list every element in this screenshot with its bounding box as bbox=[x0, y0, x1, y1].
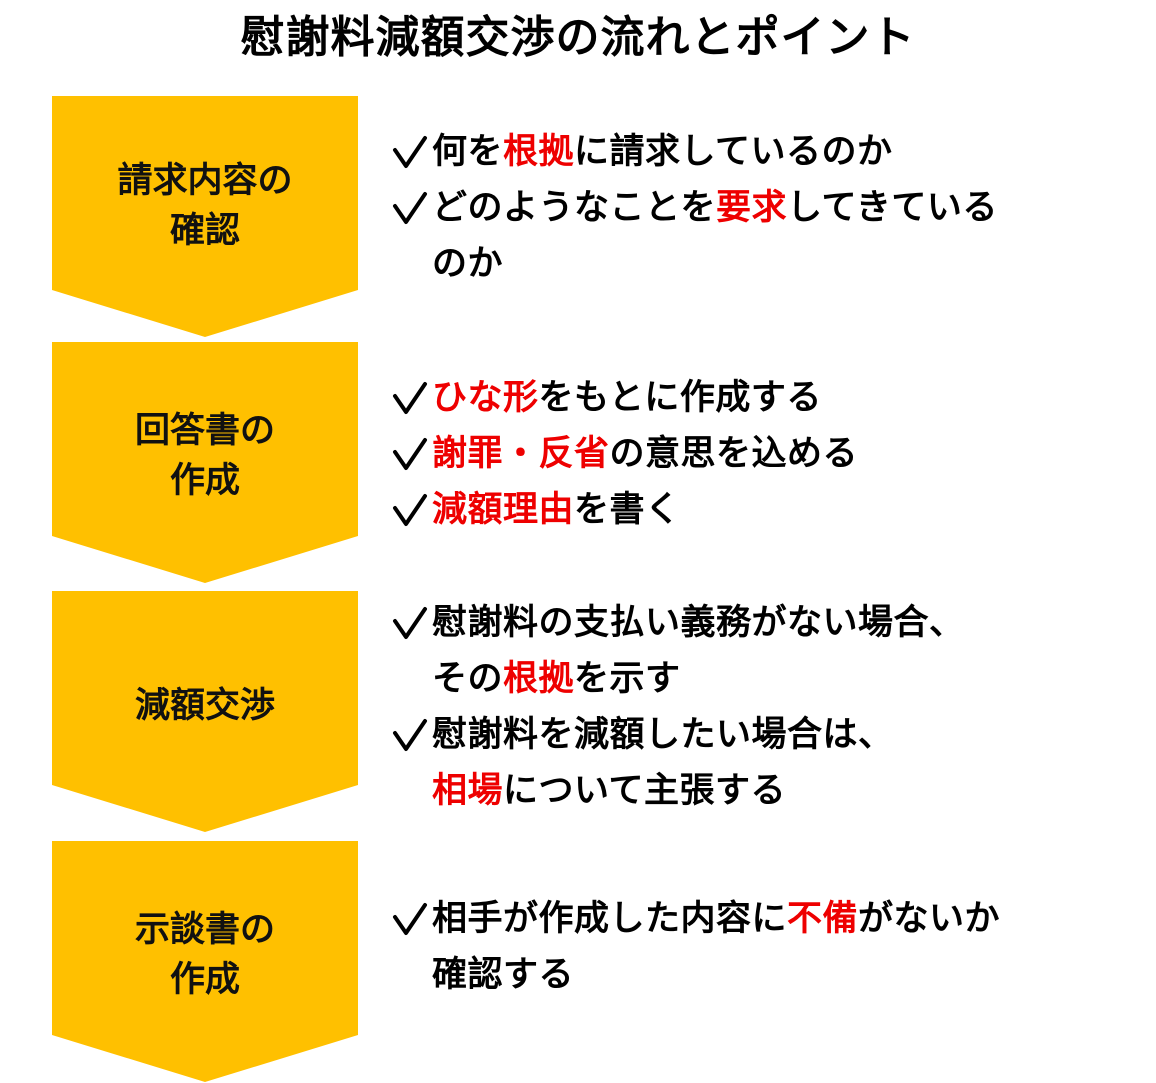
check-mark-icon bbox=[393, 192, 427, 224]
highlight-text: 根拠 bbox=[503, 659, 575, 699]
check-mark-icon bbox=[393, 903, 427, 935]
step-label-line: 示談書の bbox=[134, 910, 275, 950]
bullet-text: の意思を込める bbox=[609, 434, 859, 474]
bullet-item: 相手が作成した内容に不備がないか確認する bbox=[390, 891, 1130, 1003]
check-mark-icon bbox=[393, 719, 427, 751]
step-arrow: 減額交渉 bbox=[52, 591, 358, 832]
highlight-text: 根拠 bbox=[503, 132, 575, 172]
bullet-item: ひな形をもとに作成する bbox=[390, 370, 1130, 426]
bullet-text: を書く bbox=[574, 490, 681, 530]
bullet-item: 慰謝料の支払い義務がない場合、その根拠を示す bbox=[390, 595, 1130, 707]
bullet-text: 慰謝料の支払い義務がない場合、 bbox=[432, 603, 965, 643]
bullet-line: 何を根拠に請求しているのか bbox=[432, 124, 1130, 180]
bullet-text: その bbox=[432, 659, 504, 699]
bullet-text: 何を bbox=[432, 132, 504, 172]
bullet-text: のか bbox=[432, 244, 504, 284]
bullet-line: 慰謝料を減額したい場合は、 bbox=[432, 707, 1130, 763]
step-label-line: 減額交渉 bbox=[134, 686, 275, 726]
page-title: 慰謝料減額交渉の流れとポイント bbox=[240, 12, 916, 63]
step-arrow: 示談書の作成 bbox=[52, 841, 358, 1082]
step-bullets: 何を根拠に請求しているのかどのようなことを要求してきているのか bbox=[390, 124, 1130, 292]
check-mark-icon bbox=[393, 438, 427, 470]
bullet-line: その根拠を示す bbox=[432, 651, 1130, 707]
step-bullets: 慰謝料の支払い義務がない場合、その根拠を示す慰謝料を減額したい場合は、相場につい… bbox=[390, 595, 1130, 819]
bullet-item: どのようなことを要求してきているのか bbox=[390, 180, 1130, 292]
step-label: 回答書の作成 bbox=[135, 406, 275, 506]
bullet-text: 慰謝料を減額したい場合は、 bbox=[432, 715, 894, 755]
check-mark-icon bbox=[393, 136, 427, 168]
step-bullets: 相手が作成した内容に不備がないか確認する bbox=[390, 891, 1130, 1003]
bullet-text: 確認する bbox=[432, 955, 575, 995]
bullet-text: 相手が作成した内容に bbox=[432, 899, 788, 939]
bullet-line: どのようなことを要求してきている bbox=[432, 180, 1130, 236]
bullet-item: 謝罪・反省の意思を込める bbox=[390, 426, 1130, 482]
step-label-line: 確認 bbox=[169, 211, 240, 251]
check-mark-icon bbox=[393, 382, 427, 414]
bullet-text: について主張する bbox=[503, 771, 786, 811]
bullet-text: に請求しているのか bbox=[574, 132, 893, 172]
bullet-item: 何を根拠に請求しているのか bbox=[390, 124, 1130, 180]
step-bullets: ひな形をもとに作成する謝罪・反省の意思を込める減額理由を書く bbox=[390, 370, 1130, 538]
bullet-line: 慰謝料の支払い義務がない場合、 bbox=[432, 595, 1130, 651]
highlight-text: ひな形 bbox=[432, 378, 539, 418]
bullet-text: がないか bbox=[858, 899, 1001, 939]
bullet-text: してきている bbox=[787, 188, 998, 228]
bullet-text: をもとに作成する bbox=[538, 378, 822, 418]
bullet-line: のか bbox=[432, 236, 1130, 292]
check-mark-icon bbox=[393, 494, 427, 526]
step-arrow: 請求内容の確認 bbox=[52, 96, 358, 337]
bullet-line: 相手が作成した内容に不備がないか bbox=[432, 891, 1130, 947]
bullet-text: を示す bbox=[574, 659, 681, 699]
bullet-item: 減額理由を書く bbox=[390, 482, 1130, 538]
step-label-line: 作成 bbox=[169, 960, 240, 1000]
highlight-text: 相場 bbox=[432, 771, 504, 811]
bullet-line: 謝罪・反省の意思を込める bbox=[432, 426, 1130, 482]
bullet-item: 慰謝料を減額したい場合は、相場について主張する bbox=[390, 707, 1130, 819]
check-mark-icon bbox=[393, 607, 427, 639]
bullet-line: 減額理由を書く bbox=[432, 482, 1130, 538]
highlight-text: 要求 bbox=[716, 188, 788, 228]
step-arrow: 回答書の作成 bbox=[52, 342, 358, 583]
step-label: 請求内容の確認 bbox=[117, 156, 292, 256]
highlight-text: 減額理由 bbox=[432, 490, 575, 530]
step-label-line: 請求内容の bbox=[117, 161, 293, 201]
step-label: 減額交渉 bbox=[135, 681, 275, 731]
bullet-line: 相場について主張する bbox=[432, 763, 1130, 819]
bullet-text: どのようなことを bbox=[432, 188, 717, 228]
step-label: 示談書の作成 bbox=[135, 905, 275, 1005]
highlight-text: 不備 bbox=[787, 899, 859, 939]
highlight-text: 謝罪・反省 bbox=[432, 434, 610, 474]
step-label-line: 作成 bbox=[169, 461, 240, 501]
step-label-line: 回答書の bbox=[134, 411, 275, 451]
bullet-line: 確認する bbox=[432, 947, 1130, 1003]
bullet-line: ひな形をもとに作成する bbox=[432, 370, 1130, 426]
